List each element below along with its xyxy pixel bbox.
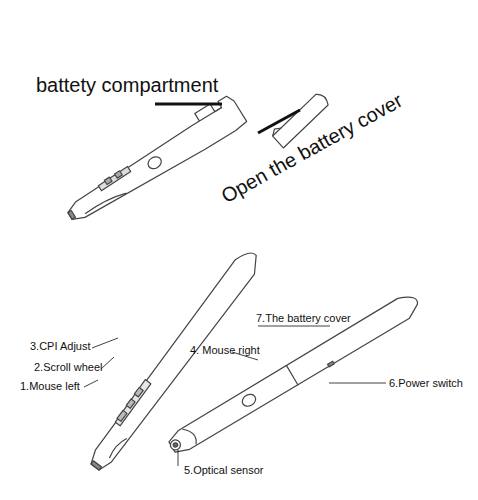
- callout-label: 5.Optical sensor: [184, 464, 263, 476]
- pen-mouse-right-view: [165, 291, 424, 457]
- callout-label: 1.Mouse left: [20, 380, 80, 392]
- leader-lines: [84, 104, 386, 466]
- callout-label: 4. Mouse right: [190, 344, 260, 356]
- callout-label: 6.Power switch: [389, 377, 463, 389]
- callout-label: 2.Scroll wheel: [34, 361, 102, 373]
- callout-label: 7.The battery cover: [256, 312, 351, 324]
- callout-label: 3.CPI Adjust: [30, 340, 91, 352]
- part-label: battety compartment: [36, 74, 218, 96]
- pen-mouse-open: [58, 92, 247, 227]
